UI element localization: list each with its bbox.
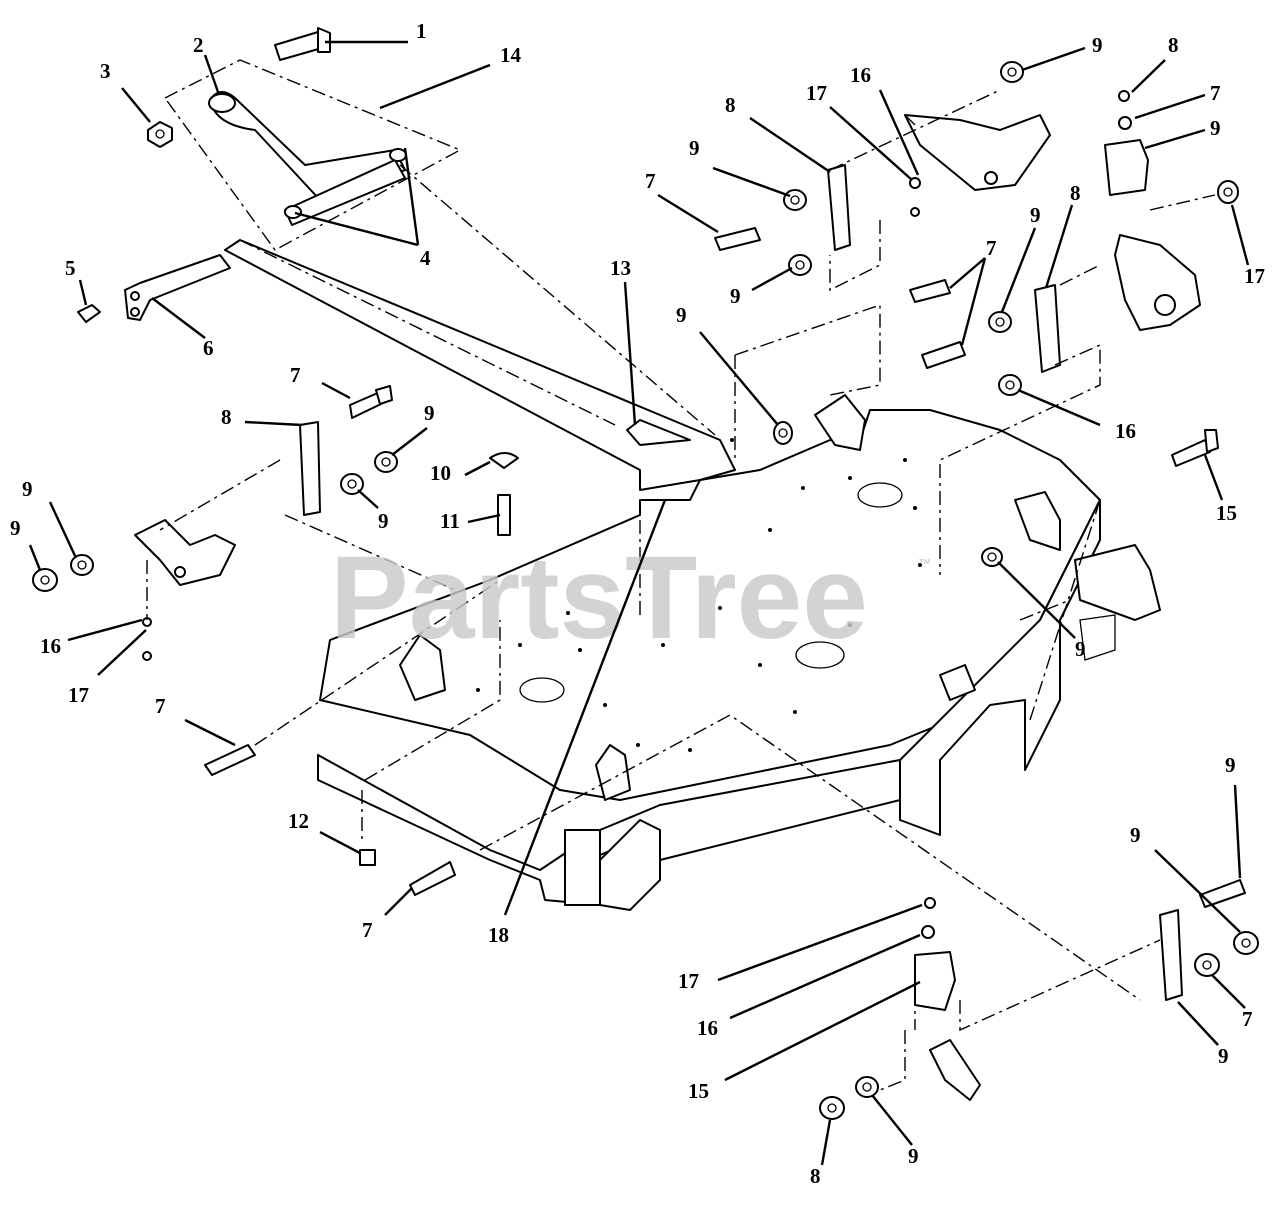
upper-linkage <box>77 27 736 491</box>
callout-label: 17 <box>806 81 827 105</box>
callout-label: 18 <box>488 923 509 947</box>
leader-lines <box>28 40 1250 1166</box>
callout-label: 9 <box>1030 203 1041 227</box>
callout-label: 10 <box>430 461 451 485</box>
callout-label: 16 <box>40 634 61 658</box>
callout-label: 9 <box>378 509 389 533</box>
callout-label: 7 <box>1242 1007 1253 1031</box>
callout-label: 9 <box>689 136 700 160</box>
callout-label: 9 <box>1218 1044 1229 1068</box>
callout-label: 4 <box>420 246 431 270</box>
mower-deck <box>317 394 1161 911</box>
callout-labels: 1 2 3 4 5 6 7 8 9 9 10 11 12 13 14 15 16… <box>10 19 1265 1188</box>
callout-label: 7 <box>290 363 301 387</box>
callout-label: 8 <box>725 93 736 117</box>
callout-label: 8 <box>1070 181 1081 205</box>
callout-label: 9 <box>1075 637 1086 661</box>
callout-label: 8 <box>221 405 232 429</box>
assembly-lines <box>146 89 1216 1091</box>
callout-label: 8 <box>1168 33 1179 57</box>
callout-label: 9 <box>1092 33 1103 57</box>
callout-label: 8 <box>810 1164 821 1188</box>
callout-label: 9 <box>676 303 687 327</box>
callout-label: 1 <box>416 19 427 43</box>
left-hanger-group <box>32 385 519 896</box>
callout-label: 17 <box>68 683 89 707</box>
callout-label: 3 <box>100 59 111 83</box>
callout-label: 9 <box>730 284 741 308</box>
callout-label: 9 <box>1130 823 1141 847</box>
callout-label: 7 <box>155 694 166 718</box>
callout-label: 16 <box>850 63 871 87</box>
watermark: PartsTree ™ <box>330 532 931 664</box>
callout-label: 16 <box>697 1016 718 1040</box>
callout-label: 9 <box>10 516 21 540</box>
callout-label: 9 <box>22 477 33 501</box>
right-upper-hanger-group <box>714 61 1219 567</box>
callout-label: 17 <box>1244 264 1265 288</box>
callout-label: 7 <box>645 169 656 193</box>
callout-label: 5 <box>65 256 76 280</box>
watermark-trademark: ™ <box>918 556 931 571</box>
callout-label: 9 <box>1225 753 1236 777</box>
right-swivel-top <box>1104 90 1239 331</box>
callout-label: 13 <box>610 256 631 280</box>
callout-label: 6 <box>203 336 214 360</box>
callout-label: 14 <box>500 43 522 67</box>
callout-label: 9 <box>908 1144 919 1168</box>
callout-label: 15 <box>688 1079 709 1103</box>
callout-label: 16 <box>1115 419 1136 443</box>
callout-label: 2 <box>193 33 204 57</box>
callout-label: 9 <box>1210 116 1221 140</box>
callout-label: 15 <box>1216 501 1237 525</box>
callout-label: 7 <box>1210 81 1221 105</box>
callout-label: 12 <box>288 809 309 833</box>
callout-label: 17 <box>678 969 699 993</box>
callout-label: 11 <box>440 509 460 533</box>
callout-label: 9 <box>424 401 435 425</box>
callout-label: 7 <box>986 236 997 260</box>
watermark-text: PartsTree <box>330 532 868 664</box>
callout-label: 7 <box>362 918 373 942</box>
